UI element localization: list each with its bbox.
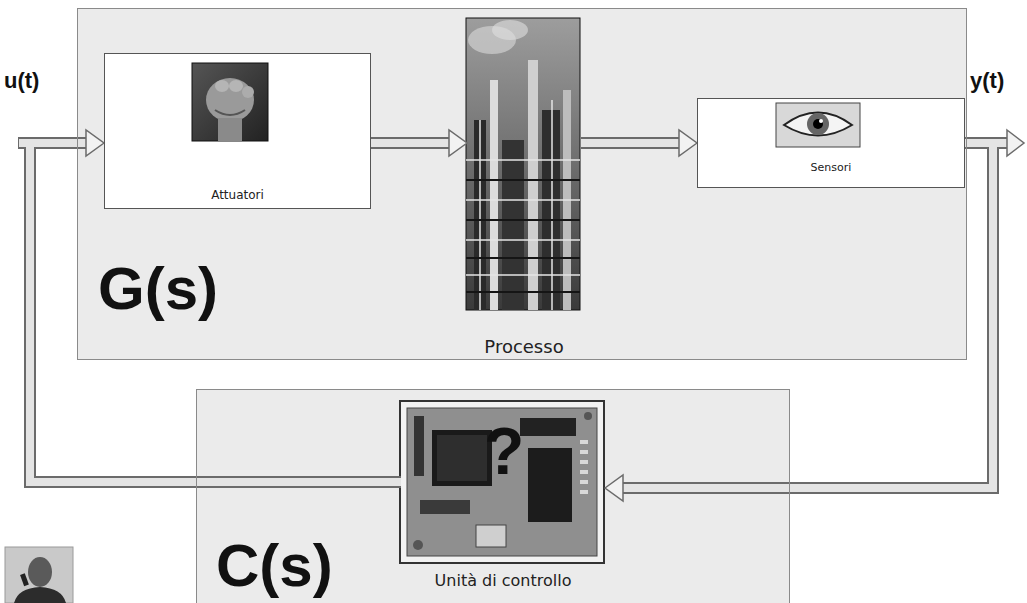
portrait-photo [5, 547, 73, 603]
signal-arrow [621, 143, 993, 488]
fist-icon [192, 63, 268, 141]
sensor-box-fill [697, 98, 965, 188]
arrowhead [449, 130, 467, 156]
refinery-picture [466, 18, 580, 310]
signal-name: u(t) [4, 68, 39, 94]
controller-panel-fill [196, 389, 790, 603]
signal-arrow-core [30, 143, 401, 482]
signal-arrow [581, 137, 681, 149]
signal-arrow [371, 137, 451, 149]
arrowhead [679, 130, 697, 156]
node-text: G(s) [98, 259, 218, 319]
plant-panel-fill [77, 8, 967, 360]
signal-arrow-core [581, 139, 681, 147]
signal-arrow-core [371, 139, 451, 147]
actuator-box-fill [104, 53, 371, 209]
eye-icon [776, 103, 860, 147]
node-text: Unità di controllo [390, 572, 616, 590]
node-text: Processo [447, 337, 601, 357]
actuator-box: Attuatori [104, 53, 371, 209]
signal-arrow-core [621, 143, 993, 488]
plant-panel: G(s)AttuatoriProcessoSensori [77, 8, 967, 360]
node-text: Sensori [698, 161, 964, 174]
controller-board-picture [400, 401, 604, 563]
arrowhead [605, 475, 623, 501]
sensor-box: Sensori [697, 98, 965, 188]
node-text: Attuatori [105, 188, 370, 202]
output-arrowhead [1007, 130, 1024, 156]
process-picture: Processo [467, 19, 581, 359]
signal-arrow [30, 143, 401, 482]
arrowhead [86, 130, 104, 156]
node-text: C(s) [216, 536, 333, 596]
question-mark: ? [484, 418, 524, 484]
signal-name: y(t) [970, 68, 1004, 94]
